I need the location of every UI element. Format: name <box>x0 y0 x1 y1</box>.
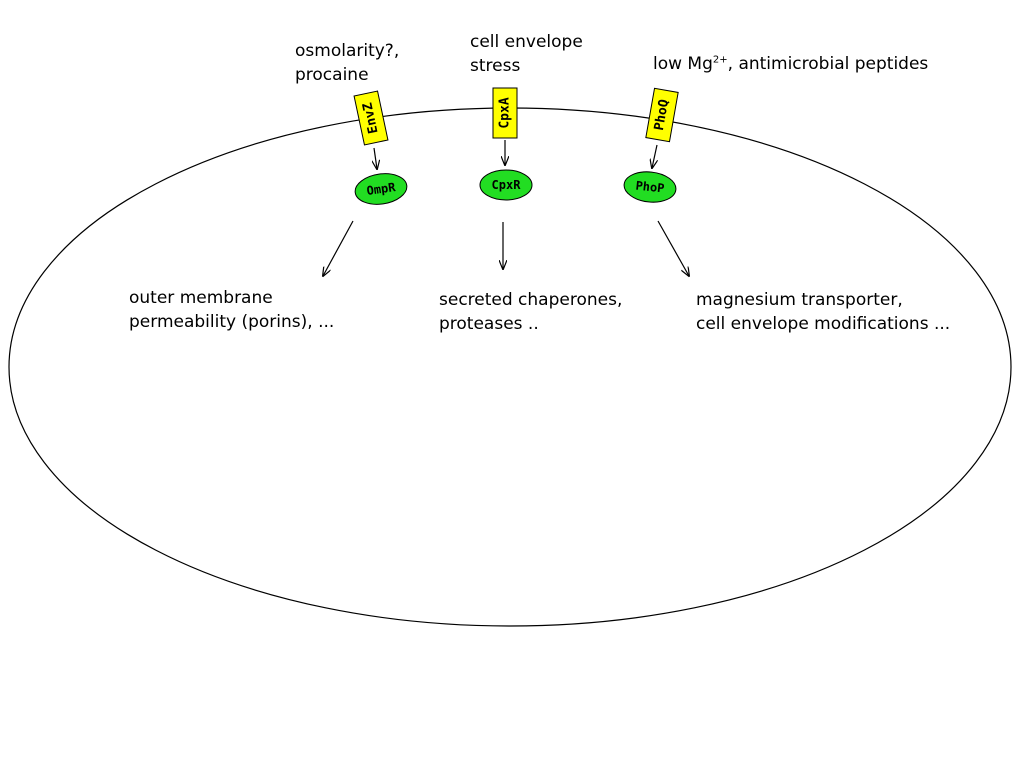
cpxr-output-label: secreted chaperones, proteases .. <box>439 288 622 336</box>
phop-label: PhoP <box>635 179 665 196</box>
cpxa-sensor-label: CpxA <box>498 97 513 128</box>
cpxa-signal-label: cell envelope stress <box>470 30 583 78</box>
envz-sensor-label: EnvZ <box>360 101 381 135</box>
cpxr-output-line-2: proteases .. <box>439 314 539 334</box>
phoq-signal-label: low Mg2+, antimicrobial peptides <box>653 52 928 76</box>
envz-to-ompr-arrow <box>374 147 377 169</box>
ompr-regulator: OmpR <box>354 173 408 205</box>
phoq-sensor: PhoQ <box>645 87 679 143</box>
cpxr-regulator: CpxR <box>479 169 533 201</box>
ompr-output-label: outer membrane permeability (porins), ..… <box>129 286 334 334</box>
ompr-label: OmpR <box>366 180 397 198</box>
phoq-sensor-label: PhoQ <box>652 98 672 132</box>
cpxa-signal-line-1: cell envelope <box>470 32 583 52</box>
cpxa-signal-line-2: stress <box>470 56 521 76</box>
phop-output-line-2: cell envelope modifications ... <box>696 314 951 334</box>
phop-output-line-1: magnesium transporter, <box>696 290 903 310</box>
phoq-to-phop-arrow <box>652 144 657 168</box>
cpxr-ellipse <box>479 169 533 201</box>
cpxr-label: CpxR <box>492 178 522 192</box>
phoq-signal-suffix: , antimicrobial peptides <box>727 54 929 74</box>
ompr-ellipse <box>354 173 408 205</box>
phoq-sensor-box <box>645 87 679 143</box>
phoq-signal-prefix: low Mg <box>653 54 713 74</box>
cpxr-output-line-1: secreted chaperones, <box>439 290 623 310</box>
phop-output-arrow <box>657 220 689 276</box>
cpxa-sensor-box <box>492 87 518 139</box>
phop-ellipse <box>623 171 677 203</box>
envz-signal-label: osmolarity?, procaine <box>295 39 399 87</box>
envz-signal-line-2: procaine <box>295 65 369 85</box>
ompr-output-line-2: permeability (porins), ... <box>129 312 335 332</box>
phoq-signal-superscript: 2+ <box>712 54 728 66</box>
cpxa-sensor: CpxA <box>492 87 518 139</box>
phop-regulator: PhoP <box>623 171 677 203</box>
envz-sensor-box <box>353 90 389 146</box>
envz-sensor: EnvZ <box>353 90 389 146</box>
phop-output-label: magnesium transporter, cell envelope mod… <box>696 288 950 336</box>
ompr-output-arrow <box>323 220 354 276</box>
envz-signal-line-1: osmolarity?, <box>295 41 400 61</box>
ompr-output-line-1: outer membrane <box>129 288 273 308</box>
